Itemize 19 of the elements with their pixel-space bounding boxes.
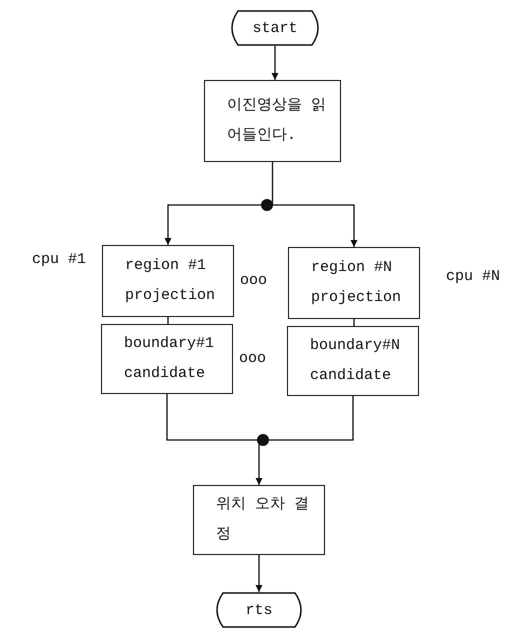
process-box: boundary#1 candidate [101,324,233,394]
connector-line [272,162,274,206]
connector-line [166,394,257,441]
process-box: boundary#N candidate [287,326,419,396]
junction-dot [257,434,269,446]
arrow [273,204,358,247]
processor-label: cpu #N [446,268,500,286]
arrow [164,204,261,245]
process-box: 이진영상을 읽어들인다. [204,80,341,162]
ellipsis-label: ooo [239,350,266,368]
connector-line [269,396,354,441]
arrow [272,46,278,80]
processor-label: cpu #1 [32,251,86,269]
ellipsis-label: ooo [240,272,268,290]
process-box: region #1 projection [102,245,234,317]
arrow [256,555,262,592]
process-box: 위치 오차 결정 [193,485,325,555]
junction-dot [261,199,273,211]
process-box: region #N projection [288,247,420,319]
